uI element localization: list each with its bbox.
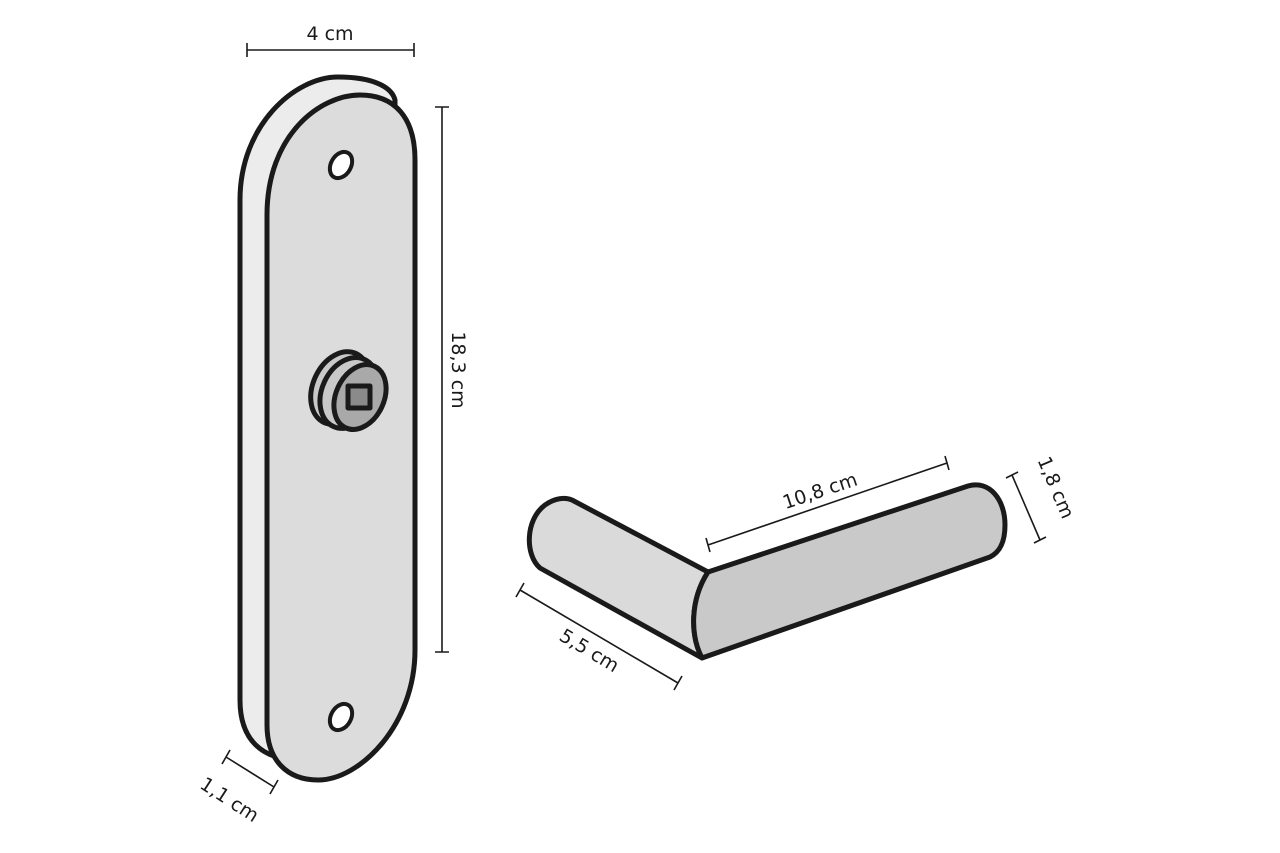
- dim-line-plate-width: [246, 43, 415, 57]
- label-lever-thickness: 1,8 cm: [1033, 453, 1079, 522]
- lever-handle: [526, 482, 1008, 661]
- label-plate-depth: 1,1 cm: [196, 773, 263, 827]
- label-plate-width: 4 cm: [306, 23, 353, 45]
- backplate: [237, 74, 418, 783]
- dim-line-lever-projection: [515, 582, 683, 691]
- dim-line-lever-length: [705, 455, 950, 553]
- dim-line-plate-height: [435, 106, 449, 653]
- lever-long-arm: [691, 482, 1008, 661]
- label-plate-height: 18,3 cm: [447, 331, 469, 408]
- dim-line-lever-thickness: [1005, 471, 1047, 544]
- lever-short-arm: [526, 495, 711, 661]
- backplate-front: [264, 92, 418, 783]
- screw-hole-top: [327, 149, 355, 181]
- spindle-rosette: [308, 349, 389, 432]
- screw-hole-bottom: [327, 701, 355, 733]
- dim-line-plate-depth: [221, 749, 279, 795]
- square-spindle-icon: [345, 383, 373, 411]
- dimension-lines: [221, 43, 1047, 795]
- label-lever-projection: 5,5 cm: [555, 625, 622, 677]
